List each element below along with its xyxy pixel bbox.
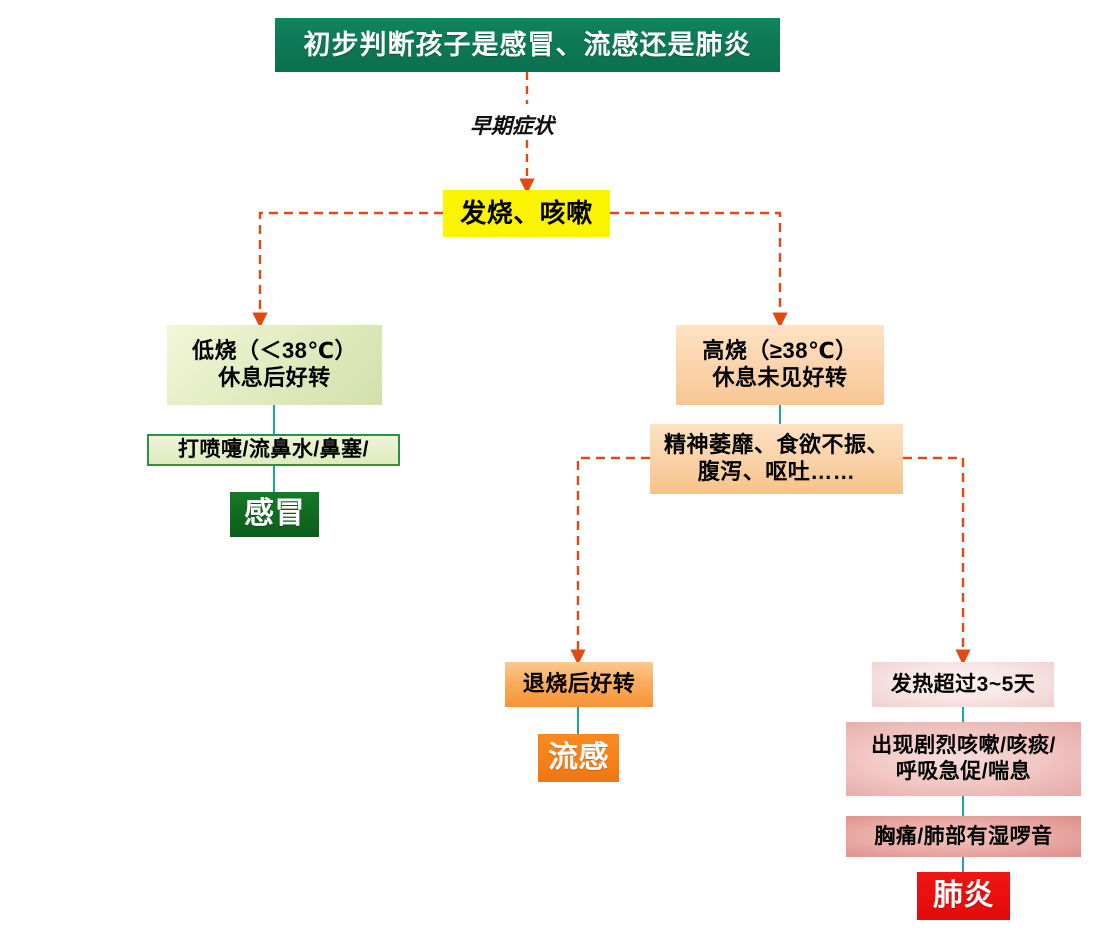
node-cold-result[interactable]: 感冒 (230, 492, 319, 537)
node-root-title[interactable]: 初步判断孩子是感冒、流感还是肺炎 (275, 18, 780, 72)
node-respiratory-signs[interactable]: 出现剧烈咳嗽/咳痰/ 呼吸急促/喘息 (846, 722, 1081, 796)
edge-systemic-to-pneumonia (903, 456, 971, 666)
node-chest-signs[interactable]: 胸痛/肺部有湿啰音 (846, 816, 1081, 857)
node-low-fever[interactable]: 低烧（＜38℃） 休息后好转 (167, 325, 382, 405)
node-systemic-symptoms[interactable]: 精神萎靡、食欲不振、 腹泻、呕吐…… (650, 424, 903, 494)
node-cold-signs[interactable]: 打喷嚏/流鼻水/鼻塞/ (147, 434, 400, 466)
node-symptom-fever-cough[interactable]: 发烧、咳嗽 (443, 190, 610, 237)
node-flu-result[interactable]: 流感 (538, 734, 619, 782)
node-prolonged-fever[interactable]: 发热超过3~5天 (872, 662, 1054, 707)
node-flu-branch[interactable]: 退烧后好转 (505, 662, 653, 707)
edge-systemic-to-flu (570, 456, 650, 666)
node-high-fever[interactable]: 高烧（≥38℃） 休息未见好转 (676, 325, 884, 405)
edge-label-early-symptoms: 早期症状 (470, 115, 554, 138)
edge-symptom-to-high-fever (610, 211, 788, 329)
node-pneumonia-result[interactable]: 肺炎 (917, 872, 1010, 920)
edge-symptom-to-low-fever (252, 211, 443, 329)
